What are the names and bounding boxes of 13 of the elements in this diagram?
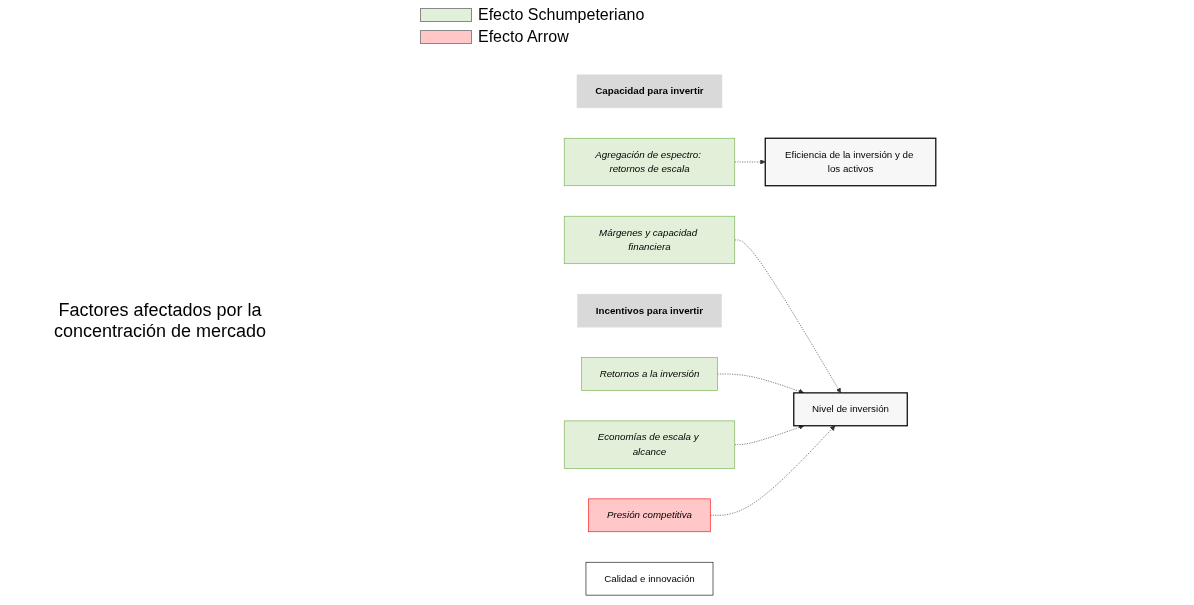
legend-text: Efecto Schumpeteriano xyxy=(478,6,645,24)
node-box: Presión competitiva xyxy=(588,498,711,533)
node-box: Calidad e innovación xyxy=(585,561,714,596)
node-box: Economías de escala y alcance xyxy=(563,420,736,469)
node-box: Eficiencia de la inversión y de los activos xyxy=(764,137,937,187)
node-box: Capacidad para invertir xyxy=(576,74,723,109)
node-box: Agregación de espectro: retornos de escala xyxy=(563,137,736,187)
node-box: Márgenes y capacidad financiera xyxy=(563,215,736,265)
side-label: Factores afectados por la concentración de mercado xyxy=(52,300,268,342)
node-box: Nivel de inversión xyxy=(793,392,908,427)
node-box: Incentivos para invertir xyxy=(577,293,722,328)
legend-text: Efecto Arrow xyxy=(478,28,569,46)
node-box: Retornos a la inversión xyxy=(581,357,718,391)
